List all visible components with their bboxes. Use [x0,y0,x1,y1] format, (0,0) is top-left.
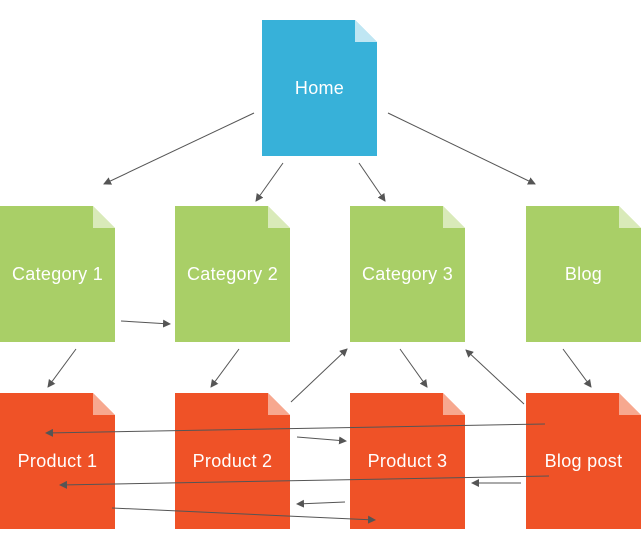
home-label: Home [294,77,345,98]
home-page-node: Home [262,20,377,156]
arrow-blog-post-to-product-1-lower [59,475,550,489]
arrow-home-to-blog [387,112,536,185]
page-fold-icon [93,393,115,415]
category-2-label: Category 2 [186,263,279,284]
product-3-label: Product 3 [367,450,448,471]
arrow-home-to-category-3 [358,162,386,202]
blog-post-node: Blog post [526,393,641,529]
category-3-label: Category 3 [361,263,454,284]
page-fold-icon [268,393,290,415]
page-fold-icon [619,206,641,228]
arrow-product-1-to-product-3 [111,507,376,524]
arrow-home-to-category-2 [255,162,284,202]
arrow-blog-post-to-category-3 [465,349,525,405]
blog-post-label: Blog post [544,450,623,471]
arrow-product-2-to-product-3 [296,436,347,445]
page-fold-icon [355,20,377,42]
arrow-category-3-to-product-3 [399,348,428,388]
page-fold-icon [93,206,115,228]
arrow-category-1-to-category-2 [120,319,171,328]
page-fold-icon [268,206,290,228]
blog-node: Blog [526,206,641,342]
arrow-home-to-category-1 [103,112,255,185]
product-2-label: Product 2 [192,450,273,471]
category-1-node: Category 1 [0,206,115,342]
product-2-node: Product 2 [175,393,290,529]
product-1-label: Product 1 [17,450,98,471]
arrow-product-2-to-category-3 [290,348,348,403]
page-fold-icon [619,393,641,415]
blog-label: Blog [564,263,603,284]
page-fold-icon [443,206,465,228]
category-3-node: Category 3 [350,206,465,342]
arrow-product-3-to-product-2 [296,499,346,508]
product-3-node: Product 3 [350,393,465,529]
product-1-node: Product 1 [0,393,115,529]
category-1-label: Category 1 [11,263,104,284]
arrow-blog-to-blog-post [562,348,592,388]
page-fold-icon [443,393,465,415]
arrow-category-1-to-product-1 [47,348,77,388]
arrow-blog-post-to-product-1 [45,423,546,437]
category-2-node: Category 2 [175,206,290,342]
arrow-category-2-to-product-2 [210,348,240,388]
